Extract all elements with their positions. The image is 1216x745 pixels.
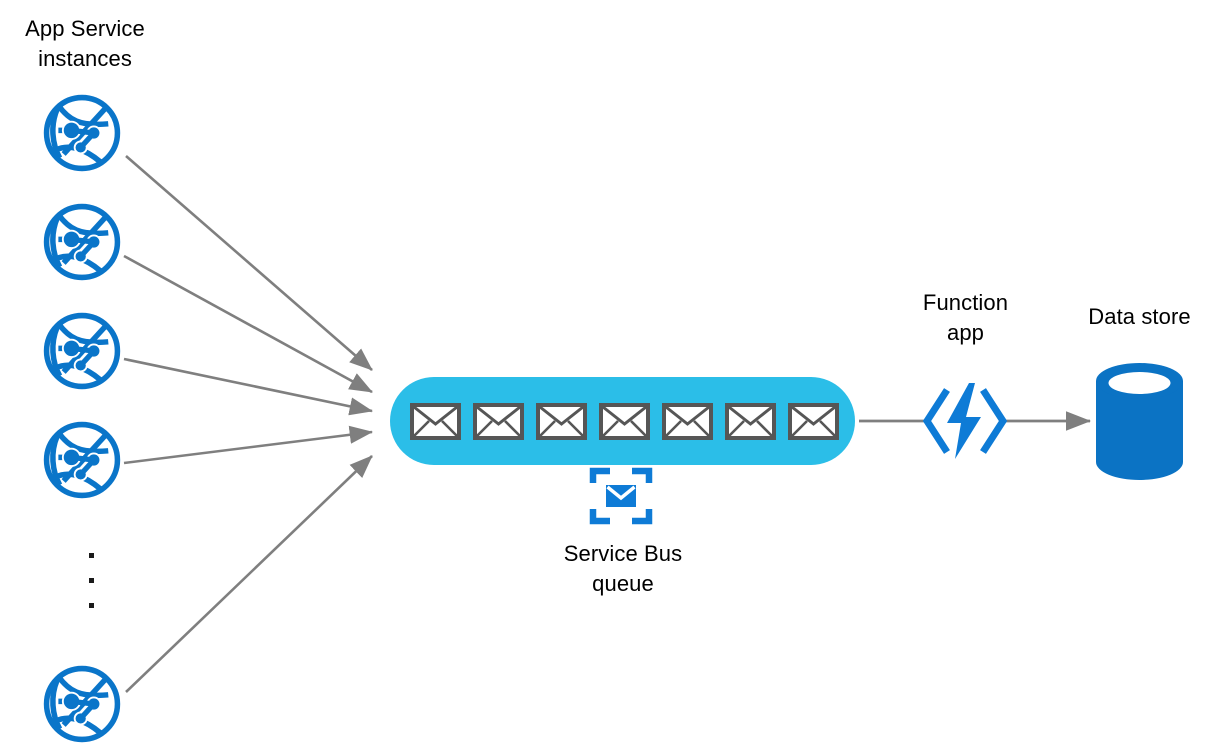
app-service-instance-4[interactable] xyxy=(40,418,124,502)
function-app-label: Function app xyxy=(922,290,1009,345)
service-bus-envelope-icon xyxy=(589,467,653,525)
queue-message-3 xyxy=(536,403,587,440)
app-service-instance-3[interactable] xyxy=(40,309,124,393)
cylinder-top-opening xyxy=(1108,372,1171,394)
ellipsis-dot xyxy=(89,603,94,608)
database-cylinder-icon xyxy=(1096,363,1183,480)
app-service-label: App Service instances xyxy=(25,16,145,71)
app-service-globe-icon xyxy=(43,94,121,172)
app-service-instance-5[interactable] xyxy=(40,662,124,745)
azure-function-lightning-icon xyxy=(922,383,1008,459)
app-service-globe-icon xyxy=(43,203,121,281)
edge-instance-5-to-queue xyxy=(125,455,373,693)
queue-message-7 xyxy=(788,403,839,440)
app-service-instance-1[interactable] xyxy=(40,91,124,175)
service-bus-icon-node[interactable] xyxy=(589,467,653,525)
queue-message-1 xyxy=(410,403,461,440)
app-service-globe-icon xyxy=(43,665,121,743)
ellipsis-dot xyxy=(89,553,94,558)
app-service-globe-icon xyxy=(43,312,121,390)
app-service-instance-2[interactable] xyxy=(40,200,124,284)
ellipsis-dot xyxy=(89,578,94,583)
queue-message-4 xyxy=(599,403,650,440)
data-store-label: Data store xyxy=(1088,304,1191,329)
lightning-bolt xyxy=(947,383,981,459)
edge-instance-3-to-queue xyxy=(123,357,374,416)
queue-message-6 xyxy=(725,403,776,440)
edge-instance-4-to-queue xyxy=(123,425,374,465)
queue-message-2 xyxy=(473,403,524,440)
envelope-glyph xyxy=(606,485,636,507)
queue-message-5 xyxy=(662,403,713,440)
service-bus-label: Service Bus queue xyxy=(563,541,683,596)
data-store[interactable] xyxy=(1094,363,1185,480)
edge-instance-1-to-queue xyxy=(125,155,373,371)
edge-instance-2-to-queue xyxy=(123,254,373,394)
service-bus-queue[interactable] xyxy=(390,377,855,465)
app-service-globe-icon xyxy=(43,421,121,499)
function-app[interactable] xyxy=(921,379,1009,463)
